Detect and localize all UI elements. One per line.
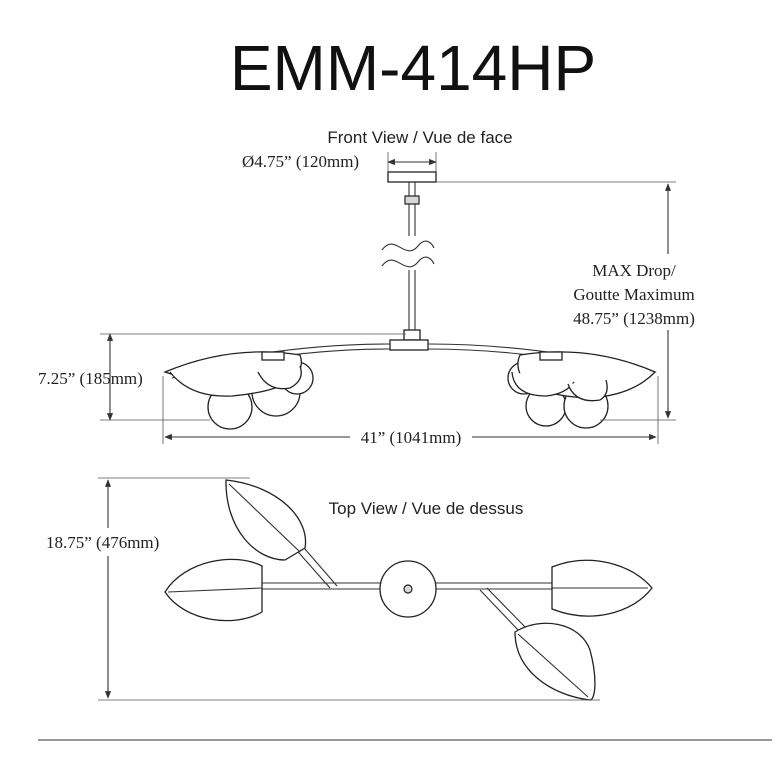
- width-dimension: 41” (1041mm): [162, 376, 659, 447]
- canopy-dimension: Ø4.75” (120mm): [242, 152, 437, 172]
- top-leaf-lower-right: [479, 587, 596, 701]
- depth-dimension: 18.75” (476mm): [46, 477, 600, 701]
- height-label: 7.25” (185mm): [38, 369, 143, 388]
- canopy-diameter-label: Ø4.75” (120mm): [242, 152, 359, 171]
- max-drop-label-2: Goutte Maximum: [573, 285, 694, 304]
- front-view-label: Front View / Vue de face: [327, 128, 512, 147]
- top-main-arm: [258, 582, 560, 590]
- canopy: [387, 171, 437, 183]
- page-title: EMM-414HP: [230, 32, 596, 104]
- top-leaf-upper-left: [225, 479, 338, 589]
- height-dimension: 7.25” (185mm): [38, 333, 406, 421]
- top-leaf-left: [164, 558, 263, 622]
- front-right-shades: [507, 351, 657, 429]
- top-view-label: Top View / Vue de dessus: [329, 499, 524, 518]
- stem: [381, 182, 435, 341]
- depth-label: 18.75” (476mm): [46, 533, 159, 552]
- max-drop-label-3: 48.75” (1238mm): [573, 309, 695, 328]
- max-drop-dimension: MAX Drop/ Goutte Maximum 48.75” (1238mm): [436, 181, 695, 421]
- top-hub: [379, 560, 437, 618]
- width-label: 41” (1041mm): [361, 428, 462, 447]
- max-drop-label-1: MAX Drop/: [592, 261, 676, 280]
- top-leaf-right: [551, 559, 653, 617]
- front-left-shades: [163, 351, 314, 430]
- center-hub: [389, 339, 429, 351]
